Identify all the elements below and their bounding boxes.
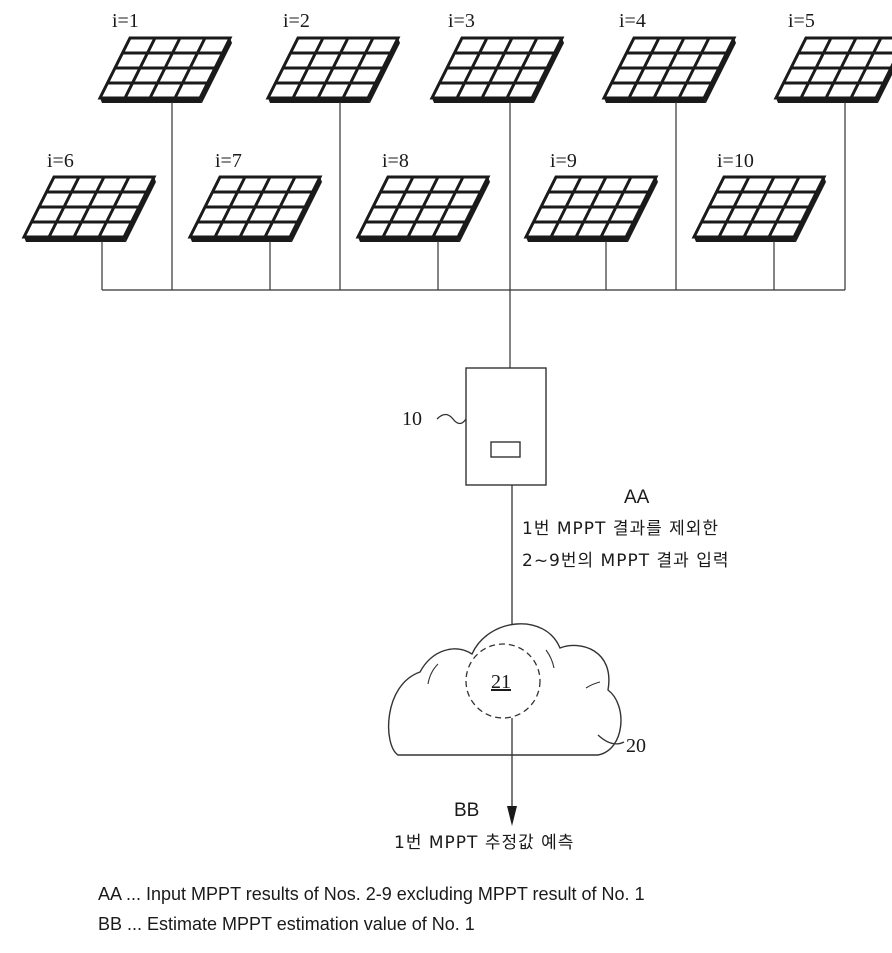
arrow-out-text: 1번 MPPT 추정값 예측 [394, 833, 574, 853]
panel-label-1: i=1 [112, 10, 139, 32]
solar-panel-4 [604, 38, 736, 103]
solar-panel-8 [358, 177, 490, 242]
panel-label-8: i=8 [382, 150, 409, 172]
solar-panel-7 [190, 177, 322, 242]
solar-panel-1 [100, 38, 232, 103]
solar-panel-9 [526, 177, 658, 242]
solar-panel-6 [24, 177, 156, 242]
arrow-in-text-2: 2~9번의 MPPT 결과 입력 [522, 551, 729, 571]
solar-panel-10 [694, 177, 826, 242]
panel-label-9: i=9 [550, 150, 577, 172]
device-ref-label: 10 [402, 408, 422, 430]
panel-label-2: i=2 [283, 10, 310, 32]
device-leader [437, 415, 466, 424]
solar-panel-5 [776, 38, 892, 103]
solar-panel-3 [432, 38, 564, 103]
module-ref-label: 21 [491, 671, 511, 693]
legend-aa: AA ... Input MPPT results of Nos. 2-9 ex… [98, 884, 645, 905]
panel-label-10: i=10 [717, 150, 754, 172]
panel-label-3: i=3 [448, 10, 475, 32]
arrow-out-head [507, 806, 517, 826]
panel-label-6: i=6 [47, 150, 74, 172]
legend-bb: BB ... Estimate MPPT estimation value of… [98, 914, 475, 935]
arrow-in-text-1: 1번 MPPT 결과를 제외한 [522, 519, 719, 539]
arrow-in-tag: AA [624, 487, 650, 508]
panel-label-5: i=5 [788, 10, 815, 32]
device-box [466, 368, 546, 485]
device-display [491, 442, 520, 457]
solar-panel-2 [268, 38, 400, 103]
panel-label-7: i=7 [215, 150, 242, 172]
cloud-ref-label: 20 [626, 735, 646, 757]
arrow-out-tag: BB [454, 800, 479, 821]
panel-label-4: i=4 [619, 10, 646, 32]
